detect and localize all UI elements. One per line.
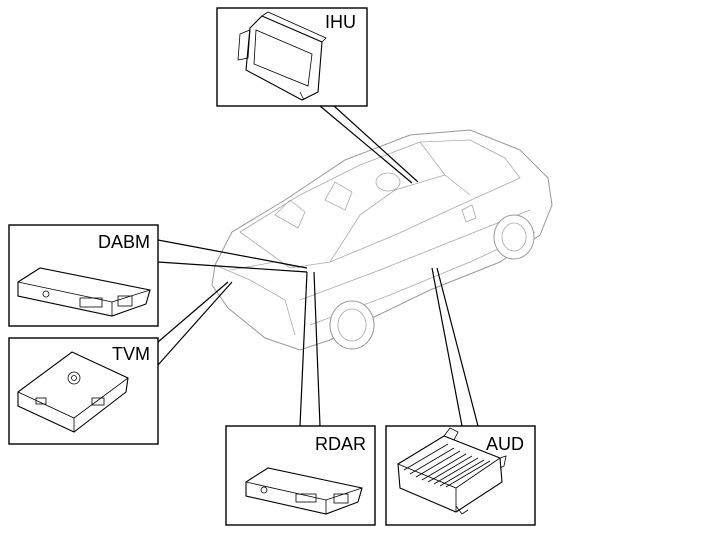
rdar-module-icon (245, 467, 363, 515)
aud-module-icon (397, 427, 507, 515)
car-illustration (211, 129, 553, 351)
rdar-leader-line (299, 271, 308, 427)
dabm-callout: DABM (8, 224, 159, 327)
aud-label: AUD (486, 434, 524, 454)
aud-leader-line (431, 267, 463, 427)
dabm-module-icon (17, 267, 151, 317)
tvm-leader-line-2 (157, 281, 233, 366)
tvm-module-icon (17, 351, 129, 433)
dabm-leader-line-2 (157, 261, 308, 273)
aud-leader-line-2 (436, 267, 479, 427)
ihu-leader-line (319, 105, 413, 184)
ihu-callout: IHU (216, 7, 368, 107)
ihu-module-icon (237, 11, 327, 101)
tvm-leader-line (157, 281, 229, 343)
ihu-leader-line-2 (333, 105, 419, 183)
dabm-leader-line (157, 239, 308, 269)
aud-callout: AUD (385, 425, 536, 526)
dabm-label: DABM (98, 232, 150, 252)
leader-lines (157, 105, 479, 427)
tvm-label: TVM (112, 344, 150, 364)
ihu-label: IHU (325, 12, 356, 32)
rdar-leader-line-2 (313, 271, 321, 427)
tvm-callout: TVM (8, 337, 159, 445)
rdar-callout: RDAR (225, 425, 376, 526)
rdar-label: RDAR (315, 434, 366, 454)
